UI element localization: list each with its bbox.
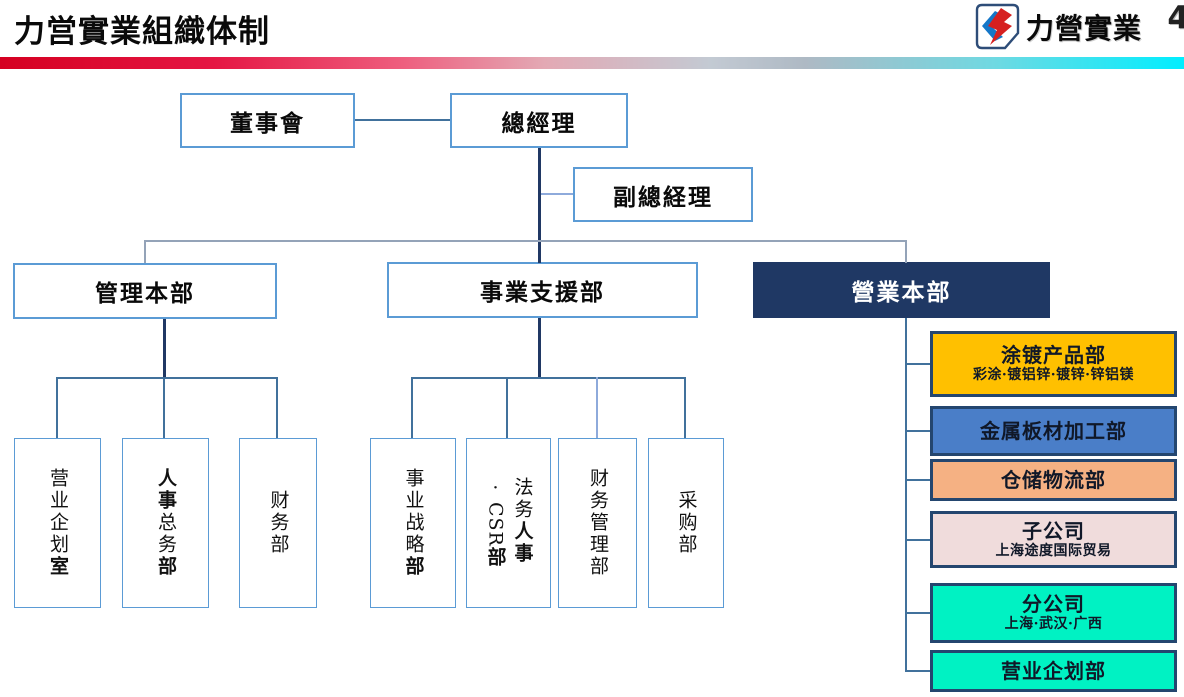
- connector-stub: [905, 670, 930, 672]
- logo-company-name: 力營實業: [1026, 12, 1143, 45]
- dept-warehouse-logistics: 仓储物流部: [930, 459, 1177, 501]
- connector-stub: [163, 377, 165, 438]
- dept-coated-plated-products: 涂镀产品部 彩涂·镀铝锌·镀锌·锌铝镁: [930, 331, 1177, 397]
- connector-management-trunk: [163, 319, 166, 378]
- connector-board-gm: [355, 119, 450, 121]
- connector-stub: [905, 430, 930, 432]
- connector-stub: [506, 377, 508, 438]
- connector-stub: [905, 612, 930, 614]
- connector-stub: [411, 377, 413, 438]
- connector-gm-down: [538, 148, 541, 263]
- dept-finance: 财务部: [239, 438, 317, 608]
- connector-stub: [276, 377, 278, 438]
- connector-support-horizontal: [411, 377, 685, 379]
- connector-stub: [905, 363, 930, 365]
- box-sales-hq: 營業本部: [753, 262, 1050, 318]
- box-management-hq: 管理本部: [13, 263, 277, 319]
- page-title: 力営實業組織体制: [14, 14, 270, 50]
- connector-deputy-stub: [541, 193, 573, 195]
- dept-legal-hr-csr: 法务人事·CSR部: [466, 438, 551, 608]
- dept-business-strategy: 事业战略部: [370, 438, 456, 608]
- box-board: 董事會: [180, 93, 355, 148]
- connector-management-horizontal: [56, 377, 277, 379]
- dept-purchasing: 采购部: [648, 438, 724, 608]
- connector-branch-horizontal: [144, 240, 907, 242]
- cy-logo-badge-icon: [975, 3, 1020, 50]
- page-number: 4: [1167, 0, 1184, 36]
- connector-sales-elbow: [905, 240, 907, 263]
- dept-metal-sheet-processing: 金属板材加工部: [930, 406, 1177, 456]
- box-deputy-general-manager: 副總経理: [573, 167, 753, 222]
- dept-sales-planning: 营业企划部: [930, 650, 1177, 692]
- connector-stub: [905, 539, 930, 541]
- dept-subsidiary: 子公司 上海途度国际贸易: [930, 511, 1177, 568]
- connector-management-elbow: [144, 240, 146, 263]
- dept-financial-management: 财务管理部: [558, 438, 637, 608]
- box-business-support-dept: 事業支援部: [387, 262, 698, 318]
- connector-stub: [905, 479, 930, 481]
- box-general-manager: 總經理: [450, 93, 628, 148]
- dept-branch-companies: 分公司 上海·武汉·广西: [930, 583, 1177, 643]
- connector-sales-trunk: [905, 318, 907, 671]
- connector-stub: [684, 377, 686, 438]
- header-divider-gradient-bar: [0, 57, 1184, 69]
- connector-support-trunk: [538, 318, 541, 378]
- dept-hr-general-affairs: 人事总务部: [122, 438, 209, 608]
- company-logo: 力營實業: [974, 2, 1142, 52]
- connector-stub: [56, 377, 58, 438]
- connector-stub: [596, 377, 598, 438]
- dept-sales-planning-office: 营业企划室: [14, 438, 101, 608]
